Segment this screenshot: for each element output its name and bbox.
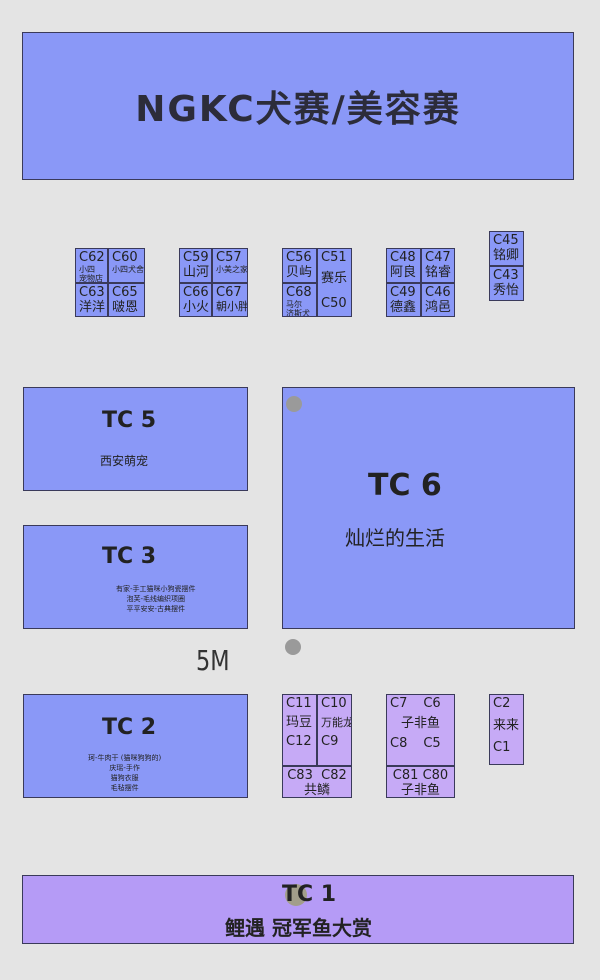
booth-c66[interactable]: C66 小火 (179, 283, 212, 317)
tc1-subtitle: 鲤遇 冠军鱼大赏 (225, 916, 372, 940)
booth-c47[interactable]: C47 铭睿 (421, 248, 455, 283)
booth-c49[interactable]: C49 德鑫 (386, 283, 421, 317)
booth-c46[interactable]: C46 鸿邑 (421, 283, 455, 317)
tc6-subtitle: 灿烂的生活 (345, 526, 445, 550)
booth-c10-c9[interactable]: C10 万能龙 C9 (317, 694, 352, 766)
booth-c50[interactable]: C50 (317, 295, 352, 317)
booth-c62[interactable]: C62 小四 宠物店 (75, 248, 108, 283)
tc1-title: TC 1 (282, 882, 337, 907)
booth-c57[interactable]: C57 小美之家 (212, 248, 248, 283)
tc2-title: TC 2 (102, 715, 157, 740)
booth-c51[interactable]: C51 赛乐 (317, 248, 352, 295)
tc3-title: TC 3 (102, 544, 157, 569)
booth-c11-c12[interactable]: C11 玛豆 C12 (282, 694, 317, 766)
ngkc-title: NGKC犬赛/美容赛 (135, 89, 461, 130)
booth-c43[interactable]: C43 秀怡 (489, 266, 524, 301)
booth-c80-c81[interactable]: C81 C80 子非鱼 (386, 766, 455, 798)
booth-c63[interactable]: C63 洋洋 (75, 283, 108, 317)
booth-c48[interactable]: C48 阿良 (386, 248, 421, 283)
tc5-zone[interactable]: TC 5 西安萌宠 (23, 387, 248, 491)
tc1-zone[interactable]: TC 1 鲤遇 冠军鱼大赏 (22, 875, 574, 944)
tc3-zone[interactable]: TC 3 有家-手工猫咪小狗瓷摆件 泡芙-毛线编织项圈 平平安安-古典摆件 (23, 525, 248, 629)
tc2-zone[interactable]: TC 2 珂-牛肉干 (猫咪狗狗的) 庆瑶-手作 猫狗衣服 毛毡摆件 (23, 694, 248, 798)
pillar-marker (285, 639, 301, 655)
booth-c65[interactable]: C65 啵恩 (108, 283, 145, 317)
booth-c45[interactable]: C45 铭卿 (489, 231, 524, 266)
distance-label: 5M (196, 644, 230, 677)
tc6-title: TC 6 (368, 468, 442, 503)
tc3-vendor-list: 有家-手工猫咪小狗瓷摆件 泡芙-毛线编织项圈 平平安安-古典摆件 (116, 585, 196, 614)
pillar-marker (286, 396, 302, 412)
booth-c67[interactable]: C67 朝小胖 (212, 283, 248, 317)
booth-c59[interactable]: C59 山河 (179, 248, 212, 283)
tc6-zone[interactable]: TC 6 灿烂的生活 (282, 387, 575, 629)
booth-c68[interactable]: C68 马尔 济斯犬 (282, 283, 317, 317)
tc5-subtitle: 西安萌宠 (100, 454, 149, 468)
ngkc-show-zone[interactable]: NGKC犬赛/美容赛 (22, 32, 574, 180)
booth-c83-c82[interactable]: C83 C82 共鳞 (282, 766, 352, 798)
pillar-marker (285, 884, 307, 906)
tc2-vendor-list: 珂-牛肉干 (猫咪狗狗的) 庆瑶-手作 猫狗衣服 毛毡摆件 (88, 754, 162, 793)
tc5-title: TC 5 (102, 408, 157, 433)
booth-c60[interactable]: C60 小四犬舍 (108, 248, 145, 283)
booth-c1-c2[interactable]: C2 来来 C1 (489, 694, 524, 765)
booth-c56[interactable]: C56 贝屿 (282, 248, 317, 283)
